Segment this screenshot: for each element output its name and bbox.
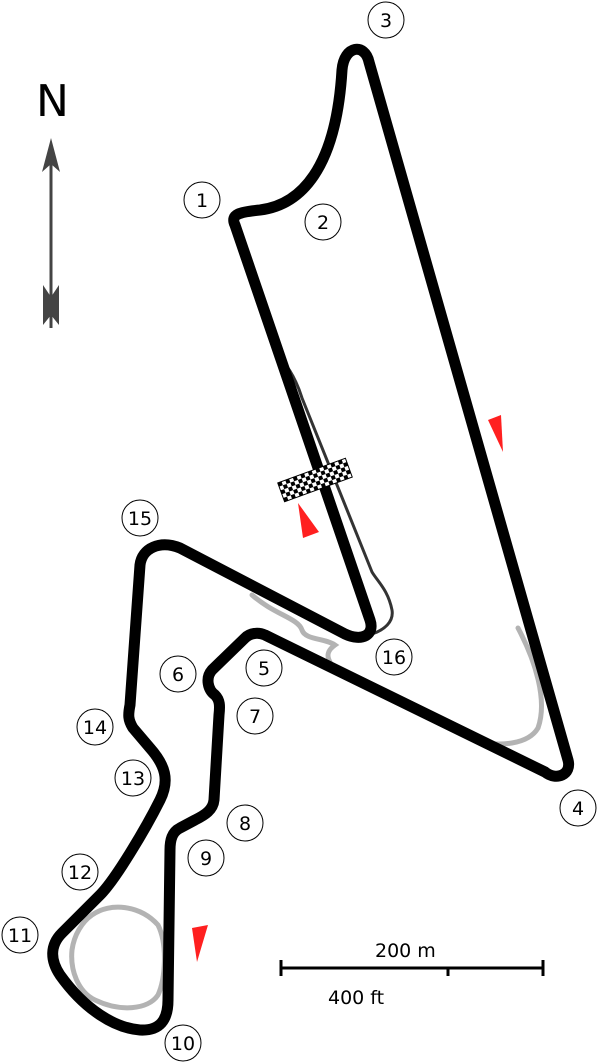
corner-number: 15: [128, 508, 152, 530]
direction-arrow-icon: [298, 503, 319, 538]
corner-number: 10: [171, 1033, 195, 1055]
corner-marker-8: 8: [226, 804, 264, 842]
runoff-turn-16: [249, 592, 340, 665]
corner-marker-6: 6: [159, 655, 197, 693]
corner-marker-11: 11: [1, 916, 39, 954]
scale-imperial: 400 ft: [328, 987, 384, 1009]
corner-number: 14: [83, 717, 107, 739]
north-label: N: [36, 76, 69, 127]
corner-marker-12: 12: [61, 853, 99, 891]
runoff-areas: [69, 592, 544, 1011]
corner-number: 11: [8, 925, 32, 947]
corner-number: 3: [380, 10, 392, 32]
corner-number: 1: [196, 190, 208, 212]
corner-marker-13: 13: [114, 759, 152, 797]
corner-number: 6: [172, 664, 184, 686]
corner-number: 16: [382, 647, 406, 669]
direction-arrows: [192, 415, 503, 962]
corner-marker-3: 3: [367, 1, 405, 39]
corner-number: 9: [200, 848, 212, 870]
corner-marker-10: 10: [164, 1024, 202, 1062]
corner-marker-7: 7: [236, 697, 274, 735]
start-finish-flag: [277, 457, 353, 503]
direction-arrow-icon: [192, 925, 208, 962]
direction-arrow-icon: [488, 415, 503, 452]
corner-number: 13: [121, 768, 145, 790]
corner-marker-15: 15: [121, 499, 159, 537]
corner-marker-16: 16: [375, 638, 413, 676]
runoff-turn-10-11: [69, 904, 167, 1011]
corner-marker-2: 2: [304, 203, 342, 241]
corner-number: 4: [572, 798, 584, 820]
corner-marker-1: 1: [183, 181, 221, 219]
corner-number: 2: [317, 212, 329, 234]
scale-metric: 200 m: [375, 940, 436, 962]
track: [47, 43, 575, 1036]
corner-number: 8: [239, 813, 251, 835]
corner-marker-4: 4: [559, 789, 597, 827]
scale-bar: [279, 960, 545, 976]
pit-lane: [280, 359, 394, 636]
corner-number: 7: [249, 706, 261, 728]
corner-number: 5: [258, 658, 270, 680]
runoff-turn-4: [475, 625, 544, 747]
corner-marker-14: 14: [76, 708, 114, 746]
corner-marker-5: 5: [245, 649, 283, 687]
compass: N: [36, 76, 69, 328]
north-arrow-icon: [42, 138, 60, 328]
corner-marker-9: 9: [187, 839, 225, 877]
corner-number: 12: [68, 862, 92, 884]
